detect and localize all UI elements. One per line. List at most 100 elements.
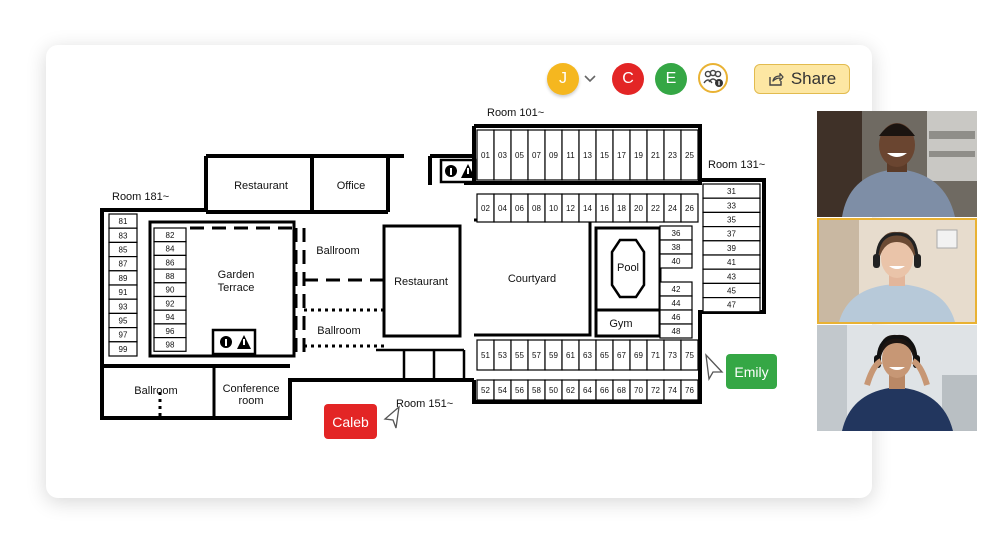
room-number: 52 — [481, 386, 490, 395]
cursor-label-caleb: Caleb — [324, 404, 377, 439]
room-number: 73 — [668, 351, 677, 360]
room-number: 43 — [727, 272, 736, 281]
garden-terrace-label-2: Terrace — [218, 282, 255, 294]
room-cell — [680, 379, 699, 401]
room-number: 63 — [583, 351, 592, 360]
video-tile-participant-2[interactable] — [817, 218, 977, 324]
participant-avatar-e[interactable]: E — [655, 63, 687, 95]
restaurant-mid-label: Restaurant — [394, 276, 448, 288]
room-number: 98 — [166, 340, 175, 349]
room-number: 46 — [672, 313, 681, 322]
room-number: 64 — [583, 386, 592, 395]
pool-label: Pool — [617, 262, 639, 274]
room-number: 84 — [166, 245, 175, 254]
room-cell — [659, 323, 693, 339]
room-number: 35 — [727, 216, 736, 225]
gym-label: Gym — [609, 318, 632, 330]
room-number: 85 — [119, 246, 128, 255]
room-number: 82 — [166, 231, 175, 240]
room-131-label: Room 131~ — [708, 159, 765, 171]
room-number: 11 — [566, 151, 575, 160]
room-number: 20 — [634, 204, 643, 213]
room-number: 90 — [166, 286, 175, 295]
room-number: 76 — [685, 386, 694, 395]
room-number: 69 — [634, 351, 643, 360]
room-number: 97 — [119, 331, 128, 340]
room-number: 23 — [668, 151, 677, 160]
room-number: 88 — [166, 272, 175, 281]
room-number: 89 — [119, 274, 128, 283]
share-icon — [769, 72, 784, 86]
room-number: 91 — [119, 288, 128, 297]
room-number: 86 — [166, 258, 175, 267]
room-number: 14 — [583, 204, 592, 213]
room-cell — [680, 129, 699, 181]
room-number: 93 — [119, 302, 128, 311]
room-number: 05 — [515, 151, 524, 160]
room-number: 40 — [672, 257, 681, 266]
garden-terrace-label-1: Garden — [218, 269, 255, 281]
ballroom-upper-label: Ballroom — [316, 245, 359, 257]
room-number: 99 — [119, 345, 128, 354]
room-number: 72 — [651, 386, 660, 395]
room-number: 33 — [727, 201, 736, 210]
office-label: Office — [337, 180, 366, 192]
share-button[interactable]: Share — [754, 64, 850, 94]
room-number: 18 — [617, 204, 626, 213]
room-number: 66 — [600, 386, 609, 395]
room-number: 48 — [672, 327, 681, 336]
room-cell — [153, 337, 187, 352]
room-number: 65 — [600, 351, 609, 360]
room-number: 08 — [532, 204, 541, 213]
room-181-label: Room 181~ — [112, 191, 169, 203]
room-151-label: Room 151~ — [396, 398, 453, 410]
room-number: 15 — [600, 151, 609, 160]
room-number: 12 — [566, 204, 575, 213]
room-number: 39 — [727, 244, 736, 253]
room-number: 26 — [685, 204, 694, 213]
room-number: 41 — [727, 258, 736, 267]
room-number: 75 — [685, 351, 694, 360]
people-group-icon[interactable] — [698, 63, 728, 93]
room-number: 36 — [672, 229, 681, 238]
room-number: 81 — [119, 217, 128, 226]
room-number: 42 — [672, 285, 681, 294]
pointer-cursor-icon — [383, 405, 400, 429]
cursor-label-emily: Emily — [726, 354, 777, 389]
room-number: 24 — [668, 204, 677, 213]
info-icon — [220, 336, 232, 348]
room-number: 55 — [515, 351, 524, 360]
room-number: 17 — [617, 151, 626, 160]
room-number: 04 — [498, 204, 507, 213]
room-number: 95 — [119, 317, 128, 326]
room-number: 59 — [549, 351, 558, 360]
room-number: 02 — [481, 204, 490, 213]
participant-avatar-c[interactable]: C — [612, 63, 644, 95]
room-number: 56 — [515, 386, 524, 395]
room-number: 45 — [727, 287, 736, 296]
room-number: 61 — [566, 351, 575, 360]
room-number: 38 — [672, 243, 681, 252]
room-number: 51 — [481, 351, 490, 360]
chevron-down-icon[interactable] — [584, 75, 596, 83]
video-tile-participant-1[interactable] — [817, 111, 977, 217]
conference-label-1: Conference — [223, 383, 280, 395]
room-number: 01 — [481, 151, 490, 160]
room-cell — [680, 339, 699, 371]
room-number: 68 — [617, 386, 626, 395]
room-number: 25 — [685, 151, 694, 160]
room-number: 50 — [549, 386, 558, 395]
video-tile-participant-3[interactable] — [817, 325, 977, 431]
ballroom-middle-label: Ballroom — [317, 325, 360, 337]
room-number: 16 — [600, 204, 609, 213]
room-number: 92 — [166, 299, 175, 308]
room-number: 37 — [727, 230, 736, 239]
participant-avatar-j[interactable]: J — [547, 63, 579, 95]
room-number: 03 — [498, 151, 507, 160]
room-number: 53 — [498, 351, 507, 360]
courtyard-label: Courtyard — [508, 273, 556, 285]
room-number: 57 — [532, 351, 541, 360]
room-number: 47 — [727, 301, 736, 310]
